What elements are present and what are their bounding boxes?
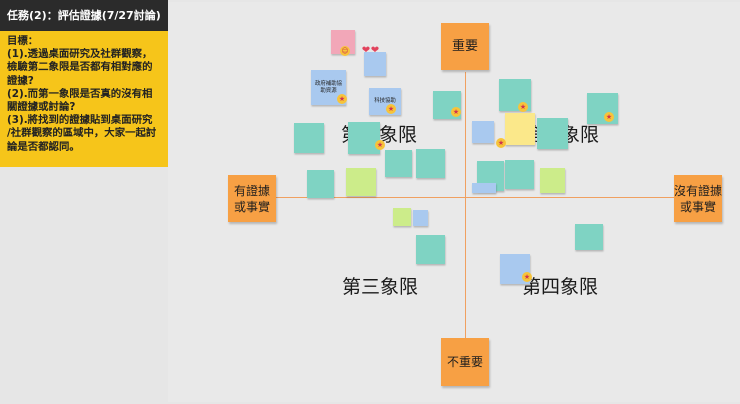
axis-evidence-sticky[interactable]: 有證據 或事實 (228, 175, 276, 222)
sticky-note[interactable] (472, 183, 496, 193)
axis-important-label: 重要 (451, 38, 478, 54)
goal-line: 檢驗第二象限是否都有相對應的 (7, 61, 153, 74)
quadrant-4-label: 第四象限 (522, 276, 599, 298)
sticky-note[interactable] (307, 170, 334, 198)
axis-evidence-label-2: 或事實 (233, 199, 270, 214)
goal-line: 關證據或討論? (7, 101, 76, 114)
smile-sticker-icon: ★ (518, 102, 528, 112)
horizontal-axis (275, 197, 675, 198)
heart-sticker-icon: ❤ (361, 45, 371, 56)
smile-sticker-icon: ☺ (340, 46, 350, 56)
axis-unimportant-sticky[interactable]: 不重要 (441, 338, 489, 386)
sticky-note[interactable] (413, 210, 428, 226)
heart-sticker-icon: ❤ (370, 45, 380, 56)
sticky-note[interactable] (505, 113, 535, 145)
goal-line: (1).透過桌面研究及社群觀察， (7, 48, 153, 61)
axis-important-sticky[interactable]: 重要 (441, 23, 489, 70)
goal-line: 論是否都認同。 (7, 140, 80, 153)
goal-line: 目標： (7, 35, 39, 47)
sticky-note[interactable] (472, 121, 494, 143)
smile-sticker-icon: ★ (604, 112, 614, 122)
sticky-note[interactable] (294, 123, 324, 153)
smile-sticker-icon: ★ (386, 104, 396, 114)
sticky-note[interactable] (385, 150, 412, 177)
sticky-note[interactable] (537, 118, 568, 149)
goal-line: (3).將找到的證據貼到桌面研究 (7, 114, 153, 127)
quadrant-3-label: 第三象限 (342, 276, 419, 298)
axis-no-evidence-label-1: 沒有證據 (674, 183, 723, 198)
smile-sticker-icon: ★ (451, 107, 461, 117)
sticky-note[interactable] (393, 208, 411, 226)
sticky-note[interactable] (540, 168, 565, 193)
sticky-note[interactable] (348, 122, 380, 154)
goal-line: /社群觀察的區域中，大家一起討 (7, 127, 157, 140)
axis-evidence-label-1: 有證據 (233, 183, 270, 198)
smile-sticker-icon: ★ (522, 272, 532, 282)
sticky-note[interactable] (575, 224, 603, 250)
smile-sticker-icon: ★ (375, 140, 385, 150)
smile-sticker-icon: ★ (337, 94, 347, 104)
task-header: 任務(2)：評估證據(7/27討論) (0, 0, 168, 31)
axis-no-evidence-sticky[interactable]: 沒有證據 或事實 (674, 175, 722, 222)
sticky-note[interactable] (416, 149, 445, 178)
sticky-note[interactable] (505, 160, 534, 189)
sticky-note[interactable] (346, 168, 376, 196)
axis-unimportant-label: 不重要 (446, 355, 483, 369)
smile-sticker-icon: ★ (496, 138, 506, 148)
sticky-note[interactable]: 科技協助 (369, 88, 401, 115)
goal-line: (2).而第一象限是否真的沒有相 (7, 87, 153, 100)
goal-line: 證據? (7, 74, 34, 87)
vertical-axis (465, 72, 466, 340)
sticky-note[interactable] (364, 52, 386, 76)
axis-no-evidence-label-2: 或事實 (679, 199, 716, 214)
goal-sticky[interactable]: 目標： (1).透過桌面研究及社群觀察， 檢驗第二象限是否都有相對應的 證據? … (0, 31, 168, 167)
sticky-note[interactable] (416, 235, 445, 264)
